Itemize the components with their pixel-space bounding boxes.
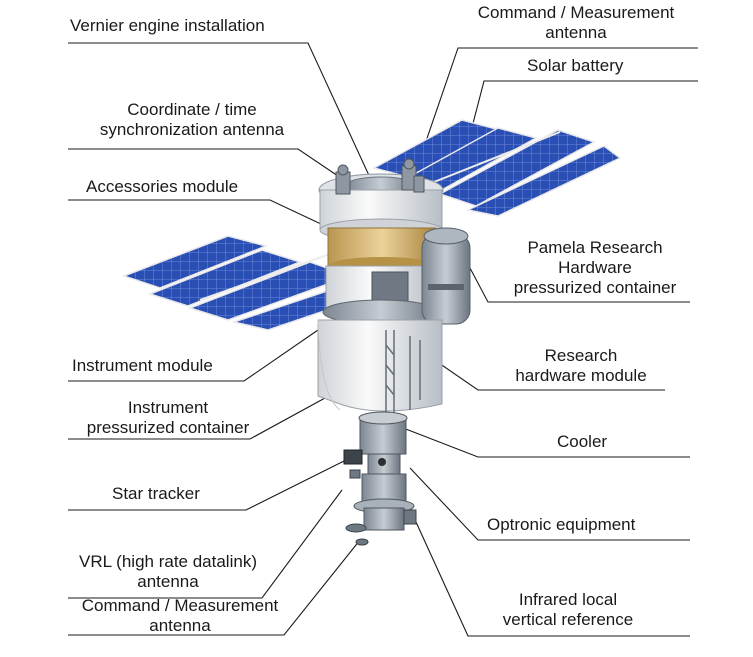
label-infrared-line2: vertical reference <box>502 610 634 629</box>
leader-star-tracker <box>68 457 351 511</box>
leader-optronic <box>409 467 690 541</box>
label-vrl-line2: antenna <box>137 572 199 591</box>
label-instr-container-line2: pressurized container <box>86 418 250 437</box>
label-cmd-antenna-top-line2: antenna <box>545 23 607 42</box>
leader-vrl <box>68 489 343 599</box>
label-coord-antenna: Coordinate / time synchronization antenn… <box>72 100 312 140</box>
label-pamela-line1: Pamela Research <box>527 238 663 257</box>
label-infrared-line1: Infrared local <box>518 590 618 609</box>
label-solar-battery: Solar battery <box>527 56 624 75</box>
label-coord-antenna-line2: synchronization antenna <box>99 120 285 139</box>
label-instrument-module: Instrument module <box>72 356 213 375</box>
label-research-module: Research hardware module <box>486 346 676 386</box>
leader-cooler <box>397 425 690 458</box>
satellite-illustration <box>121 119 622 546</box>
leader-cmd-antenna-bottom <box>68 539 361 636</box>
leader-cmd-antenna-top <box>411 47 698 183</box>
label-pamela: Pamela Research Hardware pressurized con… <box>490 238 700 298</box>
leader-infrared <box>415 521 690 637</box>
label-cmd-antenna-top: Command / Measurement antenna <box>440 3 712 43</box>
label-cmd-antenna-bottom-line2: antenna <box>149 616 211 635</box>
label-vernier-engine: Vernier engine installation <box>70 16 265 35</box>
pamela-container-shape <box>421 227 471 325</box>
label-pamela-line3: pressurized container <box>513 278 677 297</box>
leader-pamela <box>469 267 690 303</box>
label-accessories-module: Accessories module <box>86 177 239 196</box>
leader-instr-container <box>68 391 337 440</box>
leader-accessories <box>68 199 339 233</box>
label-infrared: Infrared local vertical reference <box>478 590 658 630</box>
label-coord-antenna-line1: Coordinate / time <box>127 100 257 119</box>
leader-solar-battery <box>469 80 698 136</box>
label-research-module-line1: Research <box>544 346 618 365</box>
label-star-tracker: Star tracker <box>112 484 200 503</box>
solar-panel-right <box>371 119 622 217</box>
leader-coord-antenna <box>68 148 339 177</box>
label-optronic: Optronic equipment <box>487 515 636 534</box>
leader-lines <box>68 42 698 637</box>
label-vrl: VRL (high rate datalink) antenna <box>44 552 292 592</box>
label-instr-container-line1: Instrument <box>127 398 209 417</box>
label-cooler: Cooler <box>557 432 608 451</box>
label-cmd-antenna-bottom-line1: Command / Measurement <box>81 596 279 615</box>
leader-vernier-engine <box>68 42 373 183</box>
label-cmd-antenna-bottom: Command / Measurement antenna <box>50 596 310 636</box>
label-cmd-antenna-top-line1: Command / Measurement <box>477 3 675 22</box>
leader-instrument-module <box>68 329 319 382</box>
label-instr-container: Instrument pressurized container <box>56 398 280 438</box>
label-research-module-line2: hardware module <box>515 366 647 385</box>
label-pamela-line2: Hardware <box>558 258 632 277</box>
label-vrl-line1: VRL (high rate datalink) <box>79 552 257 571</box>
